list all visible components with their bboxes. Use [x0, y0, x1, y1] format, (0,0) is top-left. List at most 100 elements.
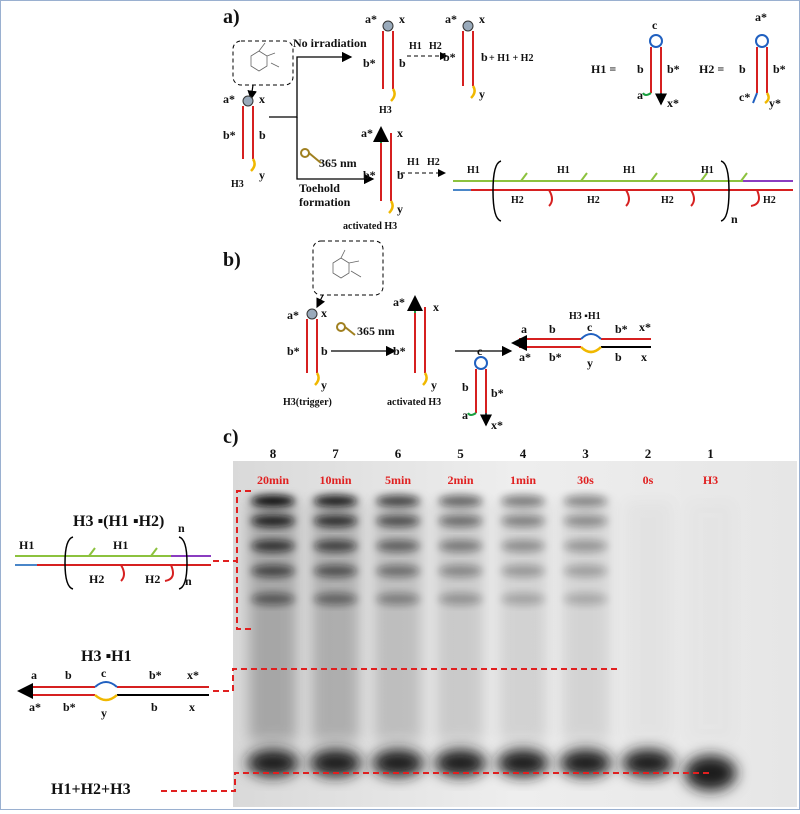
bc-c: c: [587, 320, 593, 334]
band-guides: [161, 490, 713, 792]
gel-band-ladder: [313, 495, 358, 507]
h3-hairpin-result: [462, 20, 476, 99]
band-polymer-sub: n: [178, 521, 185, 535]
gel-band-monomer: [309, 749, 362, 777]
top-arrow-h1: H1: [409, 41, 422, 52]
activated-h3-a: [373, 126, 394, 214]
poly-h1-1: H1: [467, 165, 480, 176]
act-b-star: b*: [363, 168, 376, 182]
activated-label-a: activated H3: [343, 221, 397, 232]
band-dimer-title: H3 ▪H1: [81, 648, 132, 665]
bc-b-star2: b*: [549, 350, 562, 364]
b-act-x: x: [433, 300, 439, 314]
gel-band-monomer: [559, 749, 612, 777]
gel-band-ladder: [501, 565, 545, 577]
lane-label: H3: [703, 473, 718, 487]
h3-h1-complex-c: [17, 681, 209, 702]
c-poly-h2-2: H2: [145, 572, 160, 586]
gel-band-ladder: [376, 565, 420, 577]
gel-band-ladder: [251, 593, 295, 605]
act-y: y: [397, 202, 403, 216]
gel-band-ladder: [376, 540, 420, 552]
gel-band-ladder: [313, 565, 358, 577]
gel-band-monomer: [497, 749, 549, 777]
cc-b-star: b*: [149, 668, 162, 682]
h3-y: y: [259, 168, 265, 182]
gel-band-ladder: [501, 515, 545, 527]
gel-lanes: [247, 495, 737, 791]
wavelength-a: 365 nm: [319, 156, 357, 170]
b-b: b: [321, 344, 328, 358]
h3-h1-complex-b: [511, 333, 651, 354]
caged-structure-icon-b: [332, 249, 362, 279]
lane-label: 2min: [447, 473, 473, 487]
act-arrow-h1: H1: [407, 157, 420, 168]
cage-node-icon: [242, 95, 254, 107]
c-poly-h1-2: H1: [113, 538, 128, 552]
gel-band-ladder: [563, 540, 608, 552]
activated-h3-b: [407, 295, 428, 386]
act-b: b: [397, 168, 404, 182]
gel-smear: [687, 501, 735, 741]
lane-label: 0s: [643, 473, 654, 487]
res-y: y: [479, 87, 485, 101]
gel-band-ladder: [438, 540, 483, 552]
toehold-line1: Toehold: [299, 181, 340, 195]
act-x: x: [397, 126, 403, 140]
poly-h2-4: H2: [763, 195, 776, 206]
gel-smear: [374, 501, 422, 741]
lane-number: 7: [332, 446, 339, 461]
trigger-label: H3(trigger): [283, 397, 332, 408]
gel-band-ladder: [251, 495, 295, 507]
h3-x: x: [259, 92, 265, 106]
b-complex-title: H3 ▪H1: [569, 311, 601, 322]
res-x: x: [479, 12, 485, 26]
cc-x: x: [189, 700, 195, 714]
key-icon: [300, 148, 322, 164]
h2-eq: H2 =: [699, 62, 724, 76]
key-icon-b: [336, 322, 356, 336]
h1-x-star: x*: [667, 96, 679, 110]
h3-b: b: [259, 128, 266, 142]
h2-a-star: a*: [755, 10, 767, 24]
gel-smear: [561, 501, 610, 741]
panel-b-label: b): [223, 249, 241, 271]
h1-b: b: [637, 62, 644, 76]
gel-band-ladder: [563, 515, 608, 527]
lane-number: 2: [645, 446, 652, 461]
gel-smear: [249, 501, 297, 741]
gel-band-ladder: [563, 565, 608, 577]
h2-c-star: c*: [739, 90, 750, 104]
gel-band-monomer: [247, 749, 299, 777]
h3-hairpin-top: [382, 20, 396, 102]
band-monomer-label: H1+H2+H3: [51, 781, 131, 798]
gel-band-ladder: [376, 593, 420, 605]
h3-hairpin-a: [242, 95, 256, 172]
poly-h1-3: H1: [623, 165, 636, 176]
res-a-star: a*: [445, 12, 457, 26]
gel-smear: [624, 501, 672, 741]
bc-b2: b: [615, 350, 622, 364]
h2-b-star: b*: [773, 62, 786, 76]
gel-band-ladder: [563, 495, 608, 507]
b-act-y: y: [431, 378, 437, 392]
lane-label: 30s: [577, 473, 594, 487]
res-b: b: [481, 50, 488, 64]
gel-band-ladder: [251, 540, 295, 552]
gel-band-ladder: [376, 495, 420, 507]
gel-band-ladder: [313, 515, 358, 527]
res-b-star: b*: [443, 50, 456, 64]
b-b-star: b*: [287, 344, 300, 358]
poly-h1-2: H1: [557, 165, 570, 176]
lane-label: 20min: [257, 473, 289, 487]
b-activated-label: activated H3: [387, 397, 441, 408]
poly-h2-3: H2: [661, 195, 674, 206]
toehold-line2: formation: [299, 195, 351, 209]
bc-b: b: [549, 322, 556, 336]
cc-b-star2: b*: [63, 700, 76, 714]
gel-band-monomer: [684, 755, 737, 791]
bc-b-star: b*: [615, 322, 628, 336]
b-act-b-star: b*: [393, 344, 406, 358]
